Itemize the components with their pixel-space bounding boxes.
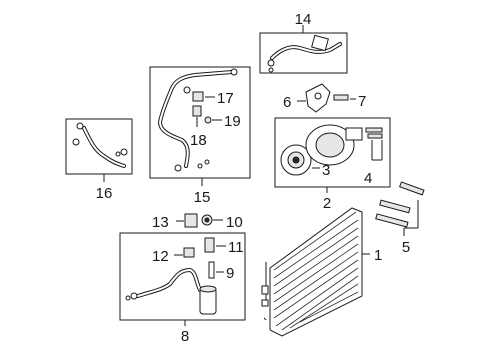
bracket-6: 6 (283, 83, 331, 113)
frame-8 (119, 232, 246, 321)
callout-2: 2 (323, 195, 331, 212)
frame-14 (259, 32, 348, 74)
group-14-suction-hose: 14 (259, 11, 348, 74)
callout-16: 16 (96, 185, 113, 202)
cap-12 (183, 247, 195, 258)
callout-15: 15 (194, 189, 211, 206)
frame-16 (65, 118, 133, 175)
group-8-liquid-line: 11 12 9 8 (119, 232, 246, 345)
valve-17 (192, 91, 204, 102)
callout-19: 19 (224, 113, 241, 130)
condenser-1: 1 (261, 207, 382, 337)
callout-13: 13 (152, 214, 169, 231)
bolts-5: 5 (375, 181, 425, 256)
callout-11: 11 (228, 239, 244, 256)
callout-14: 14 (295, 11, 312, 28)
callout-1: 1 (374, 247, 382, 264)
bolt-7: 7 (333, 93, 366, 110)
callout-6: 6 (283, 94, 291, 111)
frame-2 (274, 117, 391, 188)
oring-19 (204, 116, 212, 124)
tube-9 (208, 261, 215, 279)
callout-18: 18 (190, 132, 207, 149)
cap-18 (192, 105, 202, 117)
callout-8: 8 (181, 328, 189, 345)
callout-17: 17 (217, 90, 234, 107)
switch-11 (204, 237, 215, 253)
callout-12: 12 (152, 248, 169, 265)
callout-5: 5 (402, 239, 410, 256)
callout-9: 9 (226, 265, 234, 282)
callout-10: 10 (226, 214, 243, 231)
part-13: 13 (152, 213, 198, 231)
part-10: 10 (201, 214, 243, 231)
callout-7: 7 (358, 93, 366, 110)
callout-4: 4 (364, 170, 372, 187)
frame-15 (149, 66, 251, 179)
group-2-compressor: 3 4 2 (274, 117, 391, 212)
callout-3: 3 (322, 162, 330, 179)
group-16-hose: 16 (65, 118, 133, 202)
group-15-discharge-hose: 17 18 19 15 (149, 66, 251, 206)
